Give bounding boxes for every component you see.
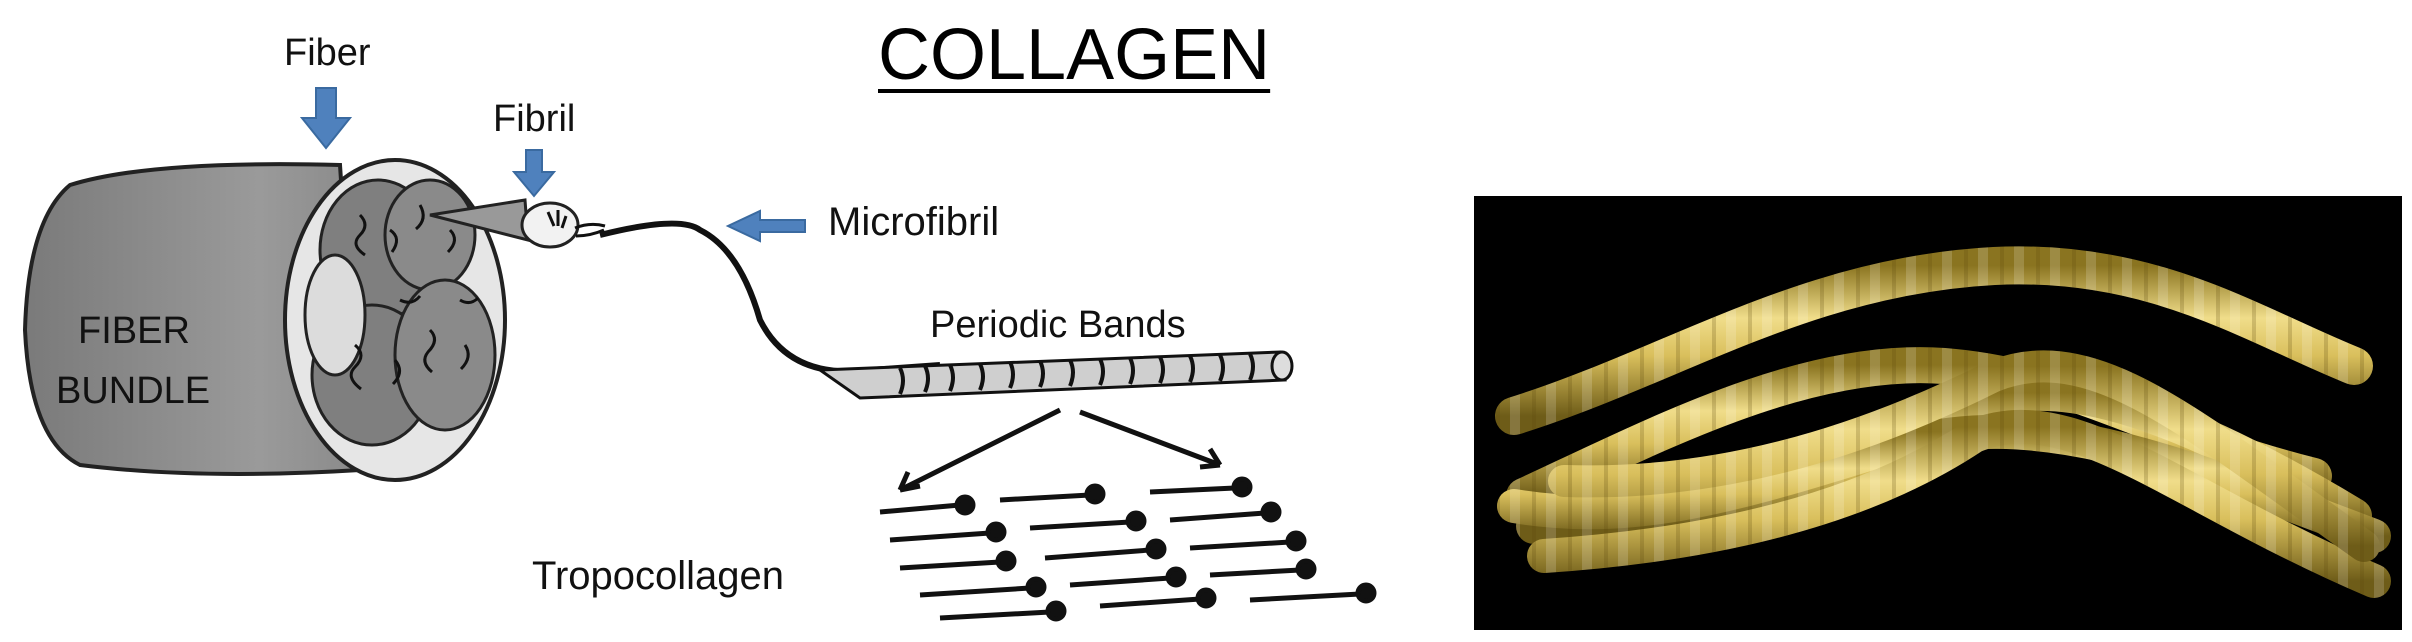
- fiber-down-arrow-icon: [299, 87, 353, 150]
- collagen-3d-render-panel: [1474, 196, 2402, 630]
- fiber-label: Fiber: [284, 32, 371, 74]
- fibril-drawing: [429, 198, 606, 249]
- fibril-label: Fibril: [493, 98, 576, 140]
- microfibril-left-arrow-icon: [725, 209, 806, 243]
- diagram-title: COLLAGEN: [878, 15, 1271, 95]
- fiber-bundle-label-line1: FIBER: [78, 310, 190, 352]
- tropocollagen-molecules: [879, 476, 1377, 622]
- periodic-bands-drawing: [815, 350, 1294, 400]
- microfibril-label: Microfibril: [828, 200, 1000, 244]
- periodic-bands-label: Periodic Bands: [930, 304, 1186, 346]
- collagen-fibril-tubes-render: [1495, 246, 2391, 598]
- microfibril-strand: [599, 220, 941, 375]
- tropocollagen-label: Tropocollagen: [532, 554, 785, 598]
- fiber-bundle-label-line2: BUNDLE: [56, 370, 211, 412]
- fiber-bundle-drawing: [22, 158, 507, 482]
- fibril-down-arrow-icon: [511, 149, 557, 198]
- tropocollagen-pointer-arrows: [897, 407, 1223, 493]
